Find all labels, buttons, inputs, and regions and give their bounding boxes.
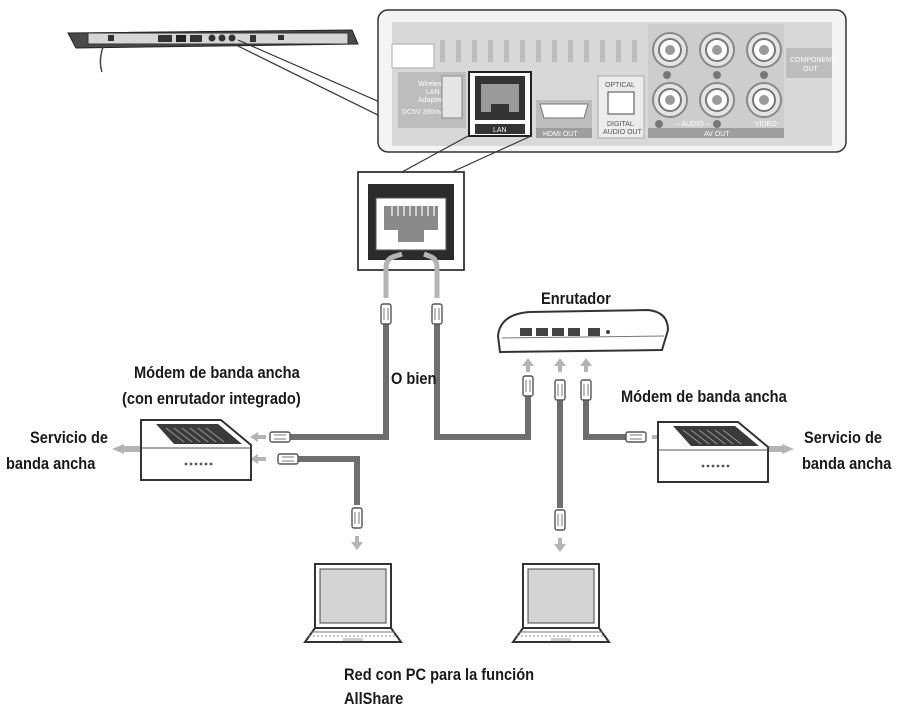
panel-av-out-label: AV OUT [704,131,730,138]
panel-audio-label: – AUDIO – [676,121,710,128]
modem-right-icon [657,421,769,483]
jack-y-icon [746,32,782,68]
jack-video-icon [746,82,782,118]
modem-integrated-label-line-2: (con enrutador integrado) [122,389,301,408]
or-label: O bien [391,369,437,388]
panel-wireless-line-1: Wireless [418,81,445,88]
cable-tails [383,251,440,298]
service-right-label-line-1: Servicio de [804,428,883,447]
jack-pr-icon [652,32,688,68]
panel-wireless-line-4: DC5V 350mA [402,109,445,116]
lan-plug-icon [554,379,566,401]
panel-wireless-line-2: LAN [426,89,440,96]
panel-optical-label: OPTICAL [605,82,635,89]
service-left-label-line-1: Servicio de [30,428,109,447]
router-device [496,308,670,354]
cable-player-router [434,318,531,440]
bluray-player [67,29,359,73]
laptop-right-icon [512,563,610,643]
router-label: Enrutador [541,289,611,308]
zoom-line-top [237,39,399,111]
pc-network-label-line-1: Red con PC para la función [344,665,535,684]
cables [290,318,626,508]
modem-integrated-router-icon [140,419,252,481]
cable-modem-laptop [298,456,360,505]
service-right-label-line-2: banda ancha [802,454,892,473]
lan-plug-icon [431,303,443,325]
lan-plug-icon [522,375,534,397]
lan-plug-icon [380,303,392,325]
panel-component-line-2: OUT [803,66,819,73]
panel-wireless-line-3: Adapter [418,97,443,104]
zoom-line-bottom [237,45,399,126]
panel-digital-line-1: DIGITAL [607,121,634,128]
connection-arrows [112,358,794,552]
rear-panel-zoom: Wireless LAN Adapter DC5V 350mA LAN HDMI… [377,9,847,153]
jack-audio-l-icon [699,82,735,118]
laptop-left-icon [304,563,402,643]
lan-plug-icon [625,431,647,443]
service-left-label-line-2: banda ancha [6,454,96,473]
panel-component-line-1: COMPONENT [790,57,836,64]
panel-lan-label: LAN [493,127,507,134]
jack-pb-icon [699,32,735,68]
pc-network-label-line-2: AllShare [344,689,404,708]
lan-plug-icon [269,431,291,443]
modem-right-label: Módem de banda ancha [621,387,787,406]
panel-video-label: VIDEO [755,121,777,128]
jack-audio-r-icon [652,82,688,118]
lan-plug-icon [554,509,566,531]
panel-digital-line-2: AUDIO OUT [603,129,643,136]
lan-port-callout [357,135,532,271]
panel-hdmi-label: HDMI OUT [543,131,578,138]
cable-player-modem [290,318,389,440]
lan-plug-icon [580,379,592,401]
lan-plug-icon [277,453,299,465]
modem-integrated-label-line-1: Módem de banda ancha [134,363,300,382]
cable-router-modem [583,400,626,440]
lan-plug-icon [351,507,363,529]
